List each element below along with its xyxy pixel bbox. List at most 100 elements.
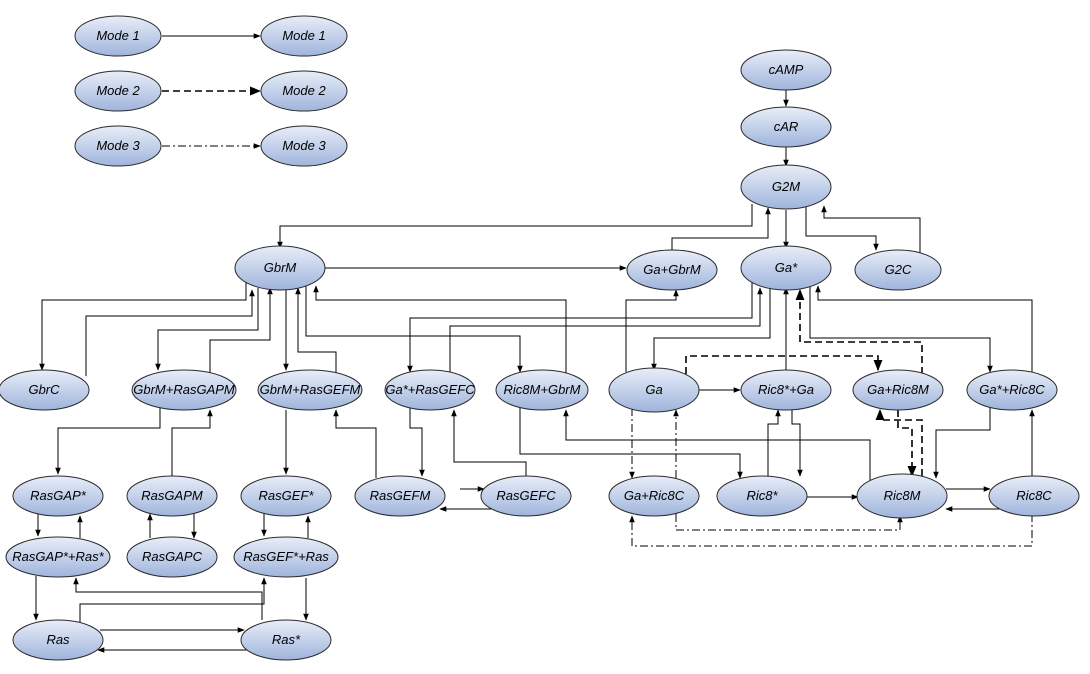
edge-ga-gagbrm [625, 289, 679, 372]
legend-node-mode-3-target: Mode 3 [260, 125, 348, 167]
edge-ga-garic8m [685, 355, 883, 374]
edge-rasgapm-gbrmrasgapm [171, 409, 213, 478]
edge-ric8mgbrm-ric8star [519, 406, 743, 479]
edge-g2m-gbrm [277, 204, 753, 249]
svg-text:GbrM+RasGAPM: GbrM+RasGAPM [133, 382, 235, 397]
node-ga-ric8m: Ga+Ric8M [852, 369, 944, 411]
svg-text:Mode 2: Mode 2 [96, 83, 140, 98]
node-ras-star: Ras* [240, 619, 332, 661]
svg-text:RasGAP*: RasGAP* [30, 488, 87, 503]
svg-text:Ga+Ric8C: Ga+Ric8C [624, 488, 685, 503]
node-camp: cAMP [740, 49, 832, 91]
svg-text:RasGAP*+Ras*: RasGAP*+Ras* [12, 549, 104, 564]
edge-gastarrasgefc-rasgefm [409, 408, 425, 477]
svg-text:Mode 3: Mode 3 [96, 138, 140, 153]
svg-text:cAR: cAR [774, 119, 799, 134]
node-ga-gbrm: Ga+GbrM [626, 249, 718, 291]
node-rasgefc: RasGEFC [480, 475, 572, 517]
svg-text:Mode 1: Mode 1 [96, 28, 139, 43]
edge-garic8m-ric8m [897, 410, 917, 478]
svg-text:Ric8*+Ga: Ric8*+Ga [758, 382, 814, 397]
edge-gbrmrasgefm-gbrm [295, 287, 337, 374]
edge-gbrm-gbrc [39, 282, 247, 371]
edge-gbrm-gbrmrasgapm [155, 288, 259, 371]
node-gbrm: GbrM [234, 245, 326, 291]
edge-g2m-g2c [805, 206, 879, 251]
legend-node-mode-1-target: Mode 1 [260, 15, 348, 57]
node-ga-star: Ga* [740, 245, 832, 291]
edge-gastarric8c-ric8m [933, 408, 991, 479]
legend-node-mode-2-source: Mode 2 [74, 70, 162, 112]
node-gbrm-rasgapm: GbrM+RasGAPM [131, 369, 237, 411]
edge-ric8m-garic8m [875, 408, 923, 476]
svg-text:GbrM+RasGEFM: GbrM+RasGEFM [260, 382, 361, 397]
node-rasgapc: RasGAPC [126, 536, 218, 578]
svg-text:RasGAPC: RasGAPC [142, 549, 203, 564]
node-ga-star-ric8c: Ga*+Ric8C [966, 369, 1058, 411]
node-rasgap-star-ras-star: RasGAP*+Ras* [5, 536, 111, 578]
edge-gbrmrasgapm-rasgapstar [55, 406, 161, 475]
svg-text:Mode 3: Mode 3 [282, 138, 326, 153]
node-ric8c: Ric8C [988, 475, 1080, 517]
svg-text:RasGAPM: RasGAPM [141, 488, 203, 503]
svg-text:Mode 2: Mode 2 [282, 83, 326, 98]
edge-garic8c-ric8m [675, 514, 903, 531]
node-ric8m-gbrm: Ric8M+GbrM [495, 369, 589, 411]
svg-text:Ga*+Ric8C: Ga*+Ric8C [979, 382, 1045, 397]
svg-text:Ga*: Ga* [775, 260, 798, 275]
edge-rasgefc-gastarrasgefc [451, 409, 527, 478]
edge-gastar-gastarric8c [809, 284, 993, 373]
node-rasgapm: RasGAPM [126, 475, 218, 517]
svg-text:Ga+GbrM: Ga+GbrM [643, 262, 701, 277]
edge-ric8mgbrm-gbrm [313, 285, 567, 376]
node-car: cAR [740, 106, 832, 148]
svg-text:Ras*: Ras* [272, 632, 301, 647]
svg-text:G2M: G2M [772, 179, 800, 194]
edge-gagbrm-g2m [671, 207, 771, 250]
svg-text:G2C: G2C [885, 262, 912, 277]
node-ga: Ga [608, 367, 700, 413]
edge-ric8m-ric8mgbrm [563, 409, 871, 482]
node-g2m: G2M [740, 164, 832, 210]
svg-text:Ric8M+GbrM: Ric8M+GbrM [504, 382, 581, 397]
node-rasgef-star: RasGEF* [240, 475, 332, 517]
svg-text:Ric8C: Ric8C [1016, 488, 1052, 503]
svg-text:Ras: Ras [46, 632, 70, 647]
edge-garic8m-gastar [795, 288, 923, 374]
edge-ric8c-garic8c [629, 514, 1033, 547]
svg-text:Ric8*: Ric8* [746, 488, 778, 503]
node-ric8m: Ric8M [856, 473, 948, 519]
edge-gbrm-ric8mgbrm [305, 286, 523, 373]
node-ga-star-rasgefc: Ga*+RasGEFC [384, 369, 476, 411]
edge-gastar-gastarrasgefc [407, 282, 753, 373]
svg-text:RasGEF*: RasGEF* [259, 488, 315, 503]
node-ric8-star-ga: Ric8*+Ga [740, 369, 832, 411]
legend-node-mode-3-source: Mode 3 [74, 125, 162, 167]
edge-gastar-ga [651, 288, 771, 371]
svg-text:RasGEFC: RasGEFC [496, 488, 556, 503]
node-rasgap-star: RasGAP* [12, 475, 104, 517]
edge-gastarrasgefc-gastar [449, 287, 763, 376]
svg-text:GbrM: GbrM [264, 260, 297, 275]
svg-text:Ga+Ric8M: Ga+Ric8M [867, 382, 929, 397]
legend-node-mode-2-target: Mode 2 [260, 70, 348, 112]
node-rasgef-star-ras: RasGEF*+Ras [233, 536, 339, 578]
svg-text:Mode 1: Mode 1 [282, 28, 325, 43]
edge-g2c-g2m [821, 205, 921, 256]
node-ras: Ras [12, 619, 104, 661]
edge-ric8star-ric8starga [767, 409, 781, 478]
svg-text:Ric8M: Ric8M [884, 488, 921, 503]
svg-text:Ga*+RasGEFC: Ga*+RasGEFC [385, 382, 475, 397]
edge-gbrc-gbrm [85, 289, 255, 376]
edge-ras-rasgefstarras [79, 577, 267, 622]
edge-gbrmrasgapm-gbrm [209, 287, 273, 374]
edge-ric8starga-ric8star [791, 410, 803, 477]
node-g2c: G2C [854, 249, 942, 291]
node-ric8-star: Ric8* [716, 475, 808, 517]
node-rasgefm: RasGEFM [354, 475, 446, 517]
svg-text:GbrC: GbrC [28, 382, 60, 397]
legend-node-mode-1-source: Mode 1 [74, 15, 162, 57]
node-gbrc: GbrC [0, 369, 90, 411]
